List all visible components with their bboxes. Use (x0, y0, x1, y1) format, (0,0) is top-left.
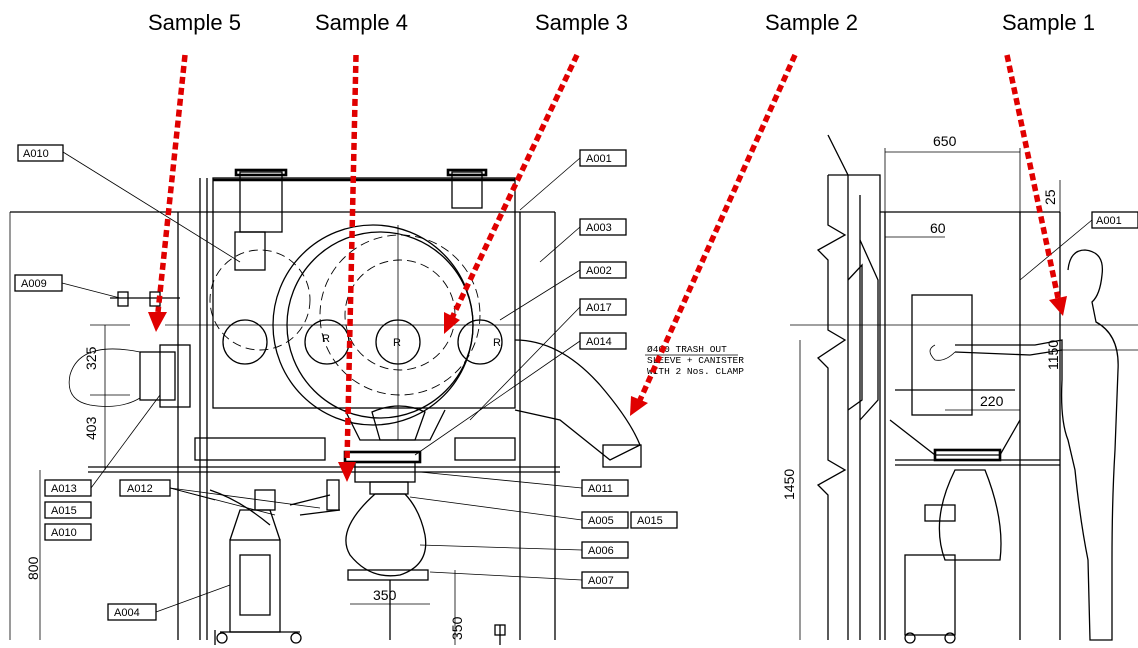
tag-a007: A007 (429, 571, 629, 589)
dim-25: 25 (1042, 189, 1058, 205)
svg-text:A012: A012 (127, 483, 153, 495)
tag-a010-bottom: A010 (44, 523, 92, 541)
svg-text:A017: A017 (586, 302, 612, 314)
tag-a006: A006 (419, 541, 629, 559)
tag-a001-left: A001 (519, 149, 627, 211)
tag-a014: A014 (414, 332, 627, 456)
svg-text:A006: A006 (588, 545, 614, 557)
dim-650: 650 (933, 133, 957, 149)
dim-1450: 1450 (781, 469, 797, 500)
tag-a002: A002 (499, 261, 627, 321)
port-r-2: R (393, 337, 401, 349)
svg-text:A001: A001 (1096, 215, 1122, 227)
dim-350-h: 350 (373, 587, 397, 603)
sample-2-arrow (630, 53, 798, 416)
note-line-1: Ø400 TRASH OUT (647, 344, 727, 355)
svg-text:A009: A009 (21, 278, 47, 290)
sample-arrows (148, 53, 1067, 482)
svg-text:A002: A002 (586, 265, 612, 277)
tag-a004: A004 (107, 584, 231, 621)
note-line-2: SLEEVE + CANISTER (647, 355, 744, 366)
sample-5-arrow (148, 54, 188, 332)
dim-350-v: 350 (449, 616, 465, 640)
tag-a017: A017 (469, 298, 627, 421)
svg-text:A015: A015 (637, 515, 663, 527)
svg-text:A005: A005 (588, 515, 614, 527)
dim-60: 60 (930, 220, 946, 236)
svg-text:A015: A015 (51, 505, 77, 517)
sample-3-label: Sample 3 (535, 10, 628, 35)
tag-a015-left: A015 (44, 501, 92, 519)
note-line-3: WITH 2 Nos. CLAMP (647, 366, 744, 377)
tag-a001-right: A001 (1019, 211, 1138, 281)
svg-text:A003: A003 (586, 222, 612, 234)
svg-text:A004: A004 (114, 607, 140, 619)
tag-a012: A012 (119, 479, 321, 516)
dim-403: 403 (83, 416, 99, 440)
sample-1-arrow (1004, 54, 1067, 316)
dim-1150: 1150 (1045, 340, 1061, 370)
sample-3-arrow (444, 53, 580, 334)
side-view (816, 134, 1119, 644)
sample-4-label: Sample 4 (315, 10, 408, 35)
port-r-1: R (322, 333, 330, 345)
dim-800: 800 (25, 556, 41, 580)
dim-325: 325 (83, 346, 99, 370)
tag-a003: A003 (539, 218, 627, 263)
svg-text:A010: A010 (51, 527, 77, 539)
sample-1-label: Sample 1 (1002, 10, 1095, 35)
port-r-3: R (493, 337, 501, 349)
svg-text:A013: A013 (51, 483, 77, 495)
svg-text:A011: A011 (588, 483, 613, 495)
dim-220: 220 (980, 393, 1004, 409)
svg-text:A007: A007 (588, 575, 614, 587)
svg-text:A010: A010 (23, 148, 49, 160)
tag-a010-top: A010 (17, 144, 241, 263)
tag-a009: A009 (14, 274, 121, 299)
sample-5-label: Sample 5 (148, 10, 241, 35)
tag-a011: A011 (419, 471, 629, 497)
sample-4-arrow (338, 54, 359, 482)
svg-text:A001: A001 (586, 153, 612, 165)
tag-a015-right: A015 (630, 511, 678, 529)
sample-2-label: Sample 2 (765, 10, 858, 35)
tag-a005: A005 (409, 496, 629, 529)
svg-text:A014: A014 (586, 336, 612, 348)
front-view: R R R (10, 168, 642, 645)
tag-a013: A013 (44, 394, 161, 497)
